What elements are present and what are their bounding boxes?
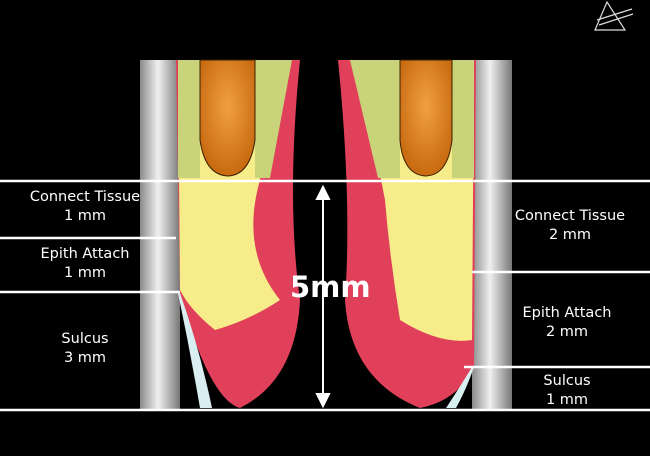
right-sulcus-gap xyxy=(446,367,474,408)
label-title: Sulcus xyxy=(61,331,109,347)
publisher-logo-icon xyxy=(594,0,634,31)
label-title: Connect Tissue xyxy=(514,208,626,224)
left-bone xyxy=(199,59,256,177)
label-value: 1 mm xyxy=(545,392,589,408)
double-arrow-icon xyxy=(315,184,331,409)
left-sulcus-label: Sulcus 3 mm xyxy=(10,330,160,368)
right-fiber-zone xyxy=(350,60,474,178)
label-value: 2 mm xyxy=(548,227,592,243)
label-value: 3 mm xyxy=(63,350,107,366)
right-tooth-surface xyxy=(472,60,512,410)
label-title: Epith Attach xyxy=(40,246,130,262)
measurement-lines xyxy=(0,179,650,412)
label-value: 1 mm xyxy=(63,208,107,224)
label-value: 2 mm xyxy=(545,324,589,340)
total-measurement: 5mm xyxy=(290,270,371,304)
left-connect-tissue-label: Connect Tissue 1 mm xyxy=(10,188,160,226)
label-title: Epith Attach xyxy=(522,305,612,321)
left-sulcus-gap xyxy=(178,293,212,408)
label-title: Sulcus xyxy=(543,373,591,389)
left-tooth-surface xyxy=(140,60,180,410)
right-sulcus-label: Sulcus 1 mm xyxy=(492,372,642,410)
label-value: 1 mm xyxy=(63,265,107,281)
right-connect-tissue-label: Connect Tissue 2 mm xyxy=(495,207,645,245)
right-epith-attach-label: Epith Attach 2 mm xyxy=(492,304,642,342)
right-bone xyxy=(399,59,453,177)
left-epith-attach-label: Epith Attach 1 mm xyxy=(10,245,160,283)
label-title: Connect Tissue xyxy=(29,189,141,205)
left-fiber-zone xyxy=(178,60,292,178)
